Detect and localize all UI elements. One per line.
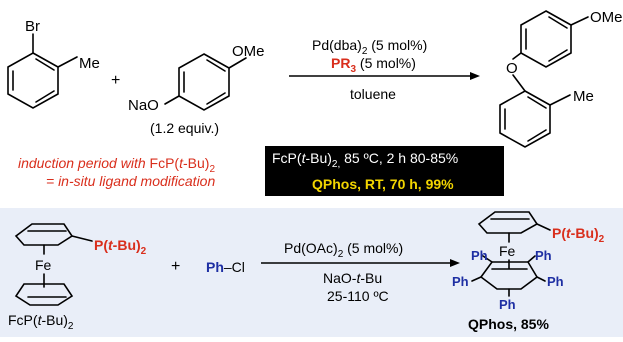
qphos-product: P(t-Bu)2 Fe Ph Ph Ph Ph Ph QPhos, 85%	[452, 211, 605, 332]
qphos-p-tbu-label: P(t-Bu)2	[552, 225, 605, 245]
ether-oxygen-label: O	[506, 60, 518, 77]
bottom-conditions: Pd(OAc)2 (5 mol%) NaO-t-Bu 25-110 ºC	[261, 240, 460, 304]
base-label: NaO-t-Bu	[323, 270, 382, 286]
bottom-panel-background	[0, 208, 623, 337]
ligand-pr3: PR3 (5 mol%)	[331, 55, 416, 75]
chlorobenzene-label: Ph–Cl	[206, 259, 245, 275]
temperature-label: 25-110 ºC	[327, 288, 389, 304]
results-box-background	[265, 146, 504, 196]
top-arrowhead	[470, 72, 480, 80]
ferrocene-caption: FcP(t-Bu)2	[8, 312, 74, 332]
plus-sign-bottom: +	[171, 258, 180, 275]
bottom-arrowhead	[450, 259, 460, 267]
results-box: FcP(t-Bu)2, 85 ºC, 2 h 80-85% QPhos, RT,…	[265, 146, 504, 196]
qphos-phenyl-1: Ph	[471, 248, 488, 263]
results-row-qphos: QPhos, RT, 70 h, 99%	[312, 176, 454, 192]
qphos-phenyl-2: Ph	[535, 248, 552, 263]
catalyst-pd-dba: Pd(dba)2 (5 mol%)	[312, 37, 427, 57]
ferrocene-phosphine: Fe P(t-Bu)2 FcP(t-Bu)2	[8, 223, 147, 332]
iron-label: Fe	[35, 257, 52, 273]
reactant-bromotoluene: Br Me	[7, 18, 100, 109]
product-diaryl-ether: OMe O Me	[499, 9, 623, 148]
ferrocene-p-tbu-label: P(t-Bu)2	[94, 237, 147, 257]
qphos-phenyl-5: Ph	[499, 297, 516, 312]
note-line-1: induction period with FcP(t-Bu)2	[18, 155, 215, 175]
top-conditions: Pd(dba)2 (5 mol%) PR3 (5 mol%) toluene	[289, 37, 480, 102]
product-methyl-label: Me	[573, 88, 594, 105]
reactant-sodium-methoxyphenoxide: OMe NaO (1.2 equiv.)	[128, 43, 265, 136]
sodium-oxide-label: NaO	[128, 97, 159, 114]
product-methoxy-label: OMe	[590, 9, 623, 26]
qphos-phenyl-3: Ph	[452, 274, 469, 289]
bromine-label: Br	[25, 18, 40, 35]
plus-sign-top: +	[111, 72, 120, 89]
qphos-phenyl-4: Ph	[547, 274, 564, 289]
equiv-label: (1.2 equiv.)	[150, 120, 219, 136]
methoxy-label: OMe	[232, 43, 265, 60]
catalyst-pd-oac: Pd(OAc)2 (5 mol%)	[284, 240, 403, 260]
induction-note: induction period with FcP(t-Bu)2 = in-si…	[18, 155, 215, 189]
solvent-label: toluene	[350, 86, 396, 102]
note-line-2: = in-situ ligand modification	[46, 173, 215, 189]
methyl-label: Me	[79, 55, 100, 72]
results-row-fcp: FcP(t-Bu)2, 85 ºC, 2 h 80-85%	[272, 150, 458, 170]
qphos-caption: QPhos, 85%	[468, 316, 549, 332]
qphos-iron-label: Fe	[499, 243, 516, 259]
